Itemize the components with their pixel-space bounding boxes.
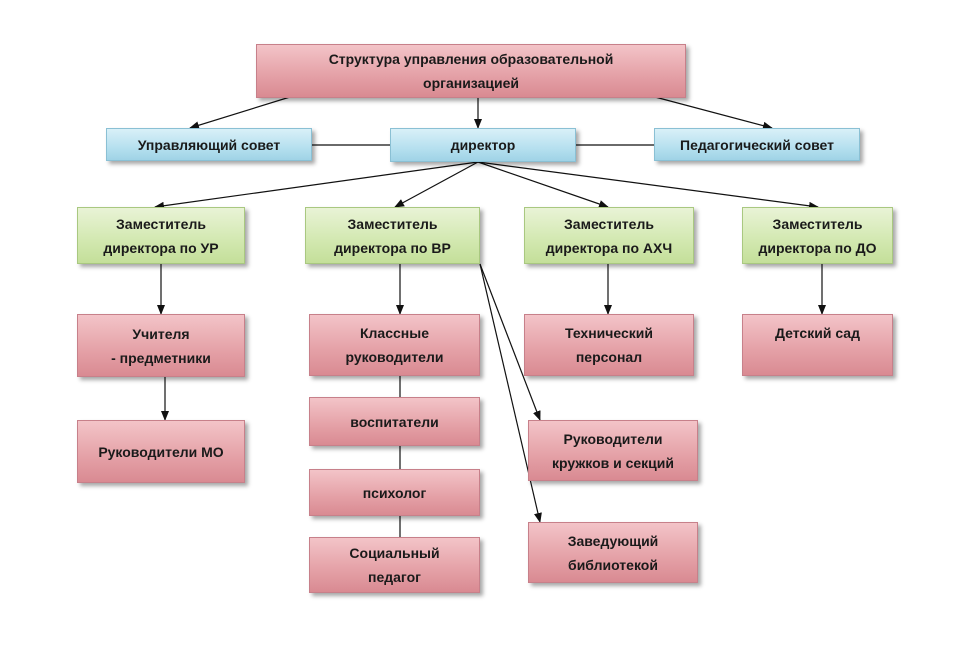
deputy-vr-box: Заместитель директора по ВР — [305, 207, 480, 264]
social-pedagogue-box: Социальный педагог — [309, 537, 480, 593]
director-box: директор — [390, 128, 576, 162]
pedagogical-council-box: Педагогический совет — [654, 128, 860, 161]
deputy-ur-box: Заместитель директора по УР — [77, 207, 245, 264]
arrow-title-to-council — [189, 96, 291, 130]
teachers-box: Учителя - предметники — [77, 314, 245, 377]
diagram-title: Структура управления образовательной орг… — [256, 44, 686, 98]
arrow-vr-to-librarian — [479, 263, 542, 523]
deputy-do-box: Заместитель директора по ДО — [742, 207, 893, 264]
tech-staff-box: Технический персонал — [524, 314, 694, 376]
kindergarten-box: Детский сад — [742, 314, 893, 376]
arrow-director-to-do — [477, 161, 819, 210]
deputy-ahch-box: Заместитель директора по АХЧ — [524, 207, 694, 264]
psychologist-box: психолог — [309, 469, 480, 516]
arrow-title-to-ped-council — [654, 96, 773, 130]
arrow-director-to-vr — [394, 161, 479, 208]
arrow-director-to-ahch — [477, 161, 609, 208]
librarian-box: Заведующий библиотекой — [528, 522, 698, 583]
governing-council-box: Управляющий совет — [106, 128, 312, 161]
arrow-director-to-ur — [154, 161, 479, 210]
educators-box: воспитатели — [309, 397, 480, 446]
mo-heads-box: Руководители МО — [77, 420, 245, 483]
class-heads-box: Классные руководители — [309, 314, 480, 376]
arrow-vr-to-club-heads — [479, 263, 541, 421]
club-heads-box: Руководители кружков и секций — [528, 420, 698, 481]
